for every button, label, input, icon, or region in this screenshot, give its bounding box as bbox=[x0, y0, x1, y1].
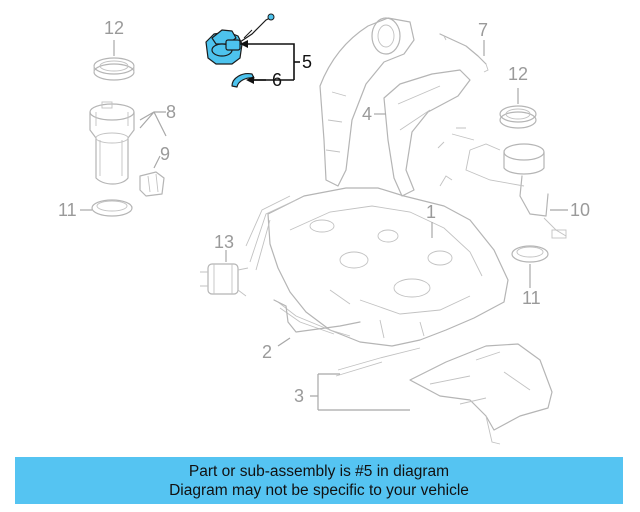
callout-9: 9 bbox=[160, 144, 170, 164]
callout-4: 4 bbox=[362, 104, 372, 124]
part-13-filter bbox=[200, 263, 249, 297]
part-7-strap bbox=[439, 33, 489, 73]
callout-1: 1 bbox=[426, 202, 436, 222]
part-12-left bbox=[93, 57, 135, 81]
callout-6: 6 bbox=[272, 70, 282, 90]
callout-12-left: 12 bbox=[104, 18, 124, 38]
banner-line-2: Diagram may not be specific to your vehi… bbox=[169, 481, 469, 499]
callout-12-right: 12 bbox=[508, 64, 528, 84]
callout-7: 7 bbox=[478, 20, 488, 40]
part-11-right-seal bbox=[511, 245, 549, 263]
part-11-left-seal bbox=[91, 199, 133, 217]
callout-3: 3 bbox=[294, 386, 304, 406]
part-4-shield bbox=[383, 69, 471, 197]
callout-11-right: 11 bbox=[522, 288, 541, 308]
info-banner: Part or sub-assembly is #5 in diagram Di… bbox=[15, 457, 623, 504]
callout-13: 13 bbox=[214, 232, 234, 252]
part-5-highlighted[interactable] bbox=[205, 13, 275, 65]
arrow-6 bbox=[246, 76, 254, 84]
callout-11-left: 11 bbox=[58, 200, 77, 220]
callout-5: 5 bbox=[302, 52, 312, 72]
leader-9 bbox=[153, 155, 161, 169]
leader-3 bbox=[310, 373, 410, 411]
leader-2 bbox=[277, 337, 291, 347]
leader-8 bbox=[139, 111, 167, 137]
part-3-heat-shield bbox=[409, 343, 553, 445]
part-9-sensor bbox=[139, 171, 165, 197]
callout-8: 8 bbox=[166, 102, 176, 122]
part-1-fuel-tank bbox=[267, 187, 509, 347]
callout-2: 2 bbox=[262, 342, 272, 362]
right-pump-assembly bbox=[437, 127, 567, 239]
part-8-pump-module bbox=[89, 101, 135, 185]
callout-10: 10 bbox=[570, 200, 590, 220]
arrow-5 bbox=[240, 40, 248, 48]
part-12-right bbox=[499, 105, 537, 129]
part-2-line bbox=[273, 299, 361, 333]
filler-neck bbox=[319, 17, 415, 187]
banner-line-1: Part or sub-assembly is #5 in diagram bbox=[188, 462, 450, 480]
